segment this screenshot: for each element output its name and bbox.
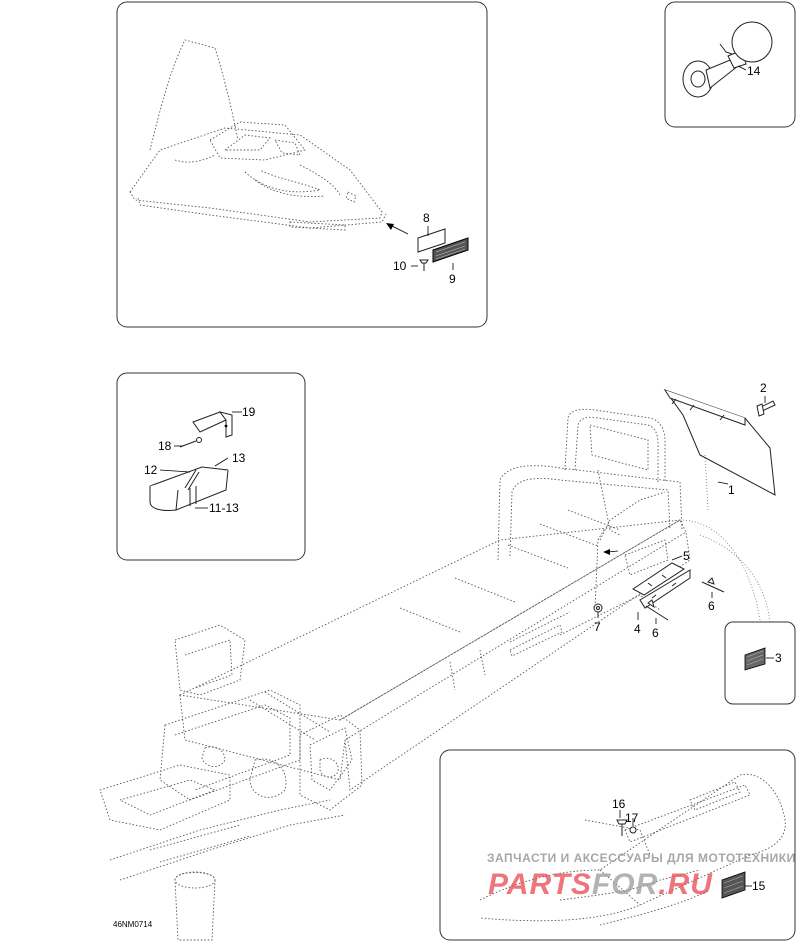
callout-7: 7 <box>594 620 601 634</box>
callout-6b: 6 <box>652 626 659 640</box>
callout-9: 9 <box>449 272 456 286</box>
reflector-9 <box>432 237 469 263</box>
reference-code: 46NM0714 <box>113 920 153 929</box>
callout-10: 10 <box>393 259 407 273</box>
watermark-logo-for: FOR <box>592 868 658 901</box>
callout-14: 14 <box>747 64 761 78</box>
screw-10 <box>419 259 429 271</box>
bag-13 <box>149 466 229 511</box>
callout-16: 16 <box>612 797 626 811</box>
bolt-2 <box>756 400 776 417</box>
snow-flap-1 <box>663 389 776 496</box>
watermark: ЗАПЧАСТИ И АКСЕССУАРЫ ДЛЯ МОТОТЕХНИКИ PA… <box>487 851 796 901</box>
inset-hood-frame <box>116 1 488 328</box>
watermark-logo-ru: .RU <box>658 868 713 901</box>
bumper-drawing <box>479 773 786 926</box>
screw-16 <box>616 819 628 836</box>
washer-7 <box>593 603 603 613</box>
horn-drawing <box>682 21 773 98</box>
nut-17 <box>629 826 637 834</box>
callout-11-13: 11-13 <box>209 501 239 515</box>
watermark-logo: PARTSFOR.RU <box>488 868 713 901</box>
callout-8: 8 <box>423 211 430 225</box>
reflector-15 <box>721 871 746 899</box>
callout-4: 4 <box>634 622 641 636</box>
callout-6a: 6 <box>708 599 715 613</box>
inset-bumper-frame <box>439 749 796 941</box>
inset-bag-frame <box>116 372 306 561</box>
callout-1: 1 <box>728 483 735 497</box>
callout-17: 17 <box>625 811 639 825</box>
callout-12: 12 <box>144 463 158 477</box>
watermark-logo-parts: PARTS <box>488 868 592 901</box>
tunnel-drawing <box>99 408 771 941</box>
screw-6-top <box>701 577 725 593</box>
callout-2: 2 <box>760 381 767 395</box>
bracket-5 <box>632 562 686 596</box>
callout-18: 18 <box>158 439 172 453</box>
callout-15: 15 <box>752 879 766 893</box>
callout-5: 5 <box>683 549 690 563</box>
callout-3: 3 <box>775 651 782 665</box>
watermark-tagline: ЗАПЧАСТИ И АКСЕССУАРЫ ДЛЯ МОТОТЕХНИКИ <box>487 851 796 865</box>
bracket-4 <box>639 569 691 609</box>
callout-13: 13 <box>232 451 246 465</box>
screw-6-bottom <box>645 599 669 621</box>
reflector-3 <box>744 647 766 671</box>
hood-drawing <box>129 39 409 235</box>
callout-19: 19 <box>242 405 256 419</box>
bracket-19 <box>192 411 233 438</box>
reflector-plate-8 <box>417 228 446 253</box>
